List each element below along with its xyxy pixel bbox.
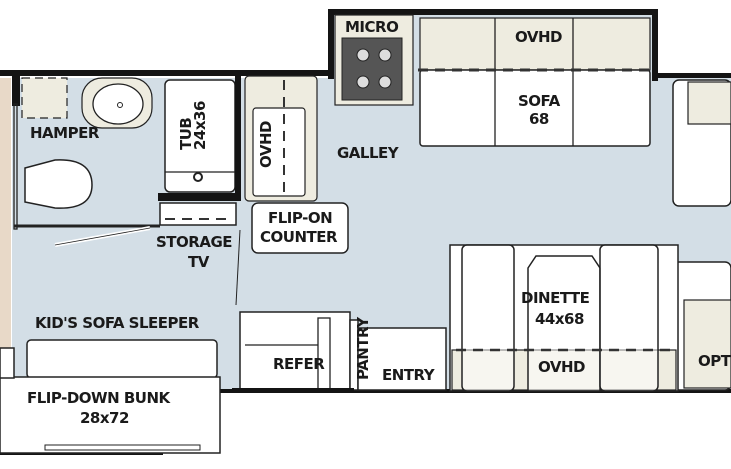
- wall-tub-right: [235, 76, 241, 201]
- label-pantry: PANTRY: [354, 316, 372, 380]
- burner-icon: [356, 48, 370, 62]
- wall-slideout-right: [652, 9, 658, 81]
- wall-bath-left: [12, 76, 20, 106]
- label-sofa: SOFA: [518, 92, 561, 110]
- label-tub: TUB: [177, 118, 195, 150]
- label-storage: STORAGE: [156, 233, 232, 251]
- label-dinette-size: 44x68: [535, 310, 584, 328]
- sofa-overhead: [419, 17, 651, 71]
- galley-sink: [252, 107, 306, 197]
- label-ovhd-galley: OVHD: [257, 121, 275, 168]
- burner-icon: [378, 48, 392, 62]
- label-tv: TV: [188, 253, 210, 271]
- bunk-window: [44, 444, 201, 451]
- label-entry: ENTRY: [382, 366, 436, 384]
- label-tub-size: 24x36: [191, 101, 209, 150]
- label-refer: REFER: [273, 355, 325, 373]
- label-counter: COUNTER: [260, 228, 338, 246]
- label-bunk-size: 28x72: [80, 409, 129, 427]
- label-galley: GALLEY: [337, 144, 400, 162]
- right-chair-top-seat: [687, 81, 731, 125]
- right-chair-bottom-seat: [683, 299, 731, 389]
- wall-top-right: [652, 73, 731, 78]
- label-flip-down-bunk: FLIP-DOWN BUNK: [27, 389, 172, 407]
- entry-step[interactable]: [357, 327, 447, 391]
- tv-cord: [235, 229, 241, 306]
- wall-bottom: [165, 389, 731, 393]
- bath-wall-inner: [13, 103, 18, 230]
- dinette-bench-right[interactable]: [599, 244, 659, 392]
- tub-wall: [158, 193, 240, 201]
- stove-top: [341, 37, 403, 101]
- label-micro: MICRO: [345, 18, 398, 36]
- toilet-icon: [24, 159, 93, 209]
- wall-top-left: [0, 70, 330, 76]
- label-dinette: DINETTE: [521, 289, 590, 307]
- sofa[interactable]: [419, 69, 651, 147]
- flip-down-bunk[interactable]: [0, 376, 221, 454]
- label-hamper: HAMPER: [30, 124, 100, 142]
- bath-door-edge: [54, 227, 151, 246]
- cab-strip: [0, 78, 11, 358]
- label-ovhd-sofa: OVHD: [515, 28, 562, 46]
- sink-drain: [117, 102, 123, 108]
- storage-cabinet: [159, 202, 237, 226]
- label-kids-sofa-sleeper: KID'S SOFA SLEEPER: [35, 314, 200, 332]
- wall-entry-left: [232, 388, 354, 393]
- refer: [239, 311, 351, 391]
- dinette-bench-left[interactable]: [461, 244, 515, 392]
- burner-icon: [356, 75, 370, 89]
- wall-slideout-left: [328, 9, 334, 79]
- label-sofa-size: 68: [529, 110, 549, 128]
- wall-slideout-top: [330, 9, 655, 15]
- hamper: [21, 77, 68, 119]
- cab-left-post: [0, 347, 15, 379]
- label-ovhd-dinette: OVHD: [538, 358, 585, 376]
- tub-drain: [193, 172, 203, 182]
- burner-icon: [378, 75, 392, 89]
- kids-sofa-sleeper[interactable]: [26, 339, 218, 379]
- label-flip-on: FLIP-ON: [268, 209, 332, 227]
- flip-on-counter[interactable]: [251, 202, 349, 254]
- label-opt: OPT: [698, 352, 731, 370]
